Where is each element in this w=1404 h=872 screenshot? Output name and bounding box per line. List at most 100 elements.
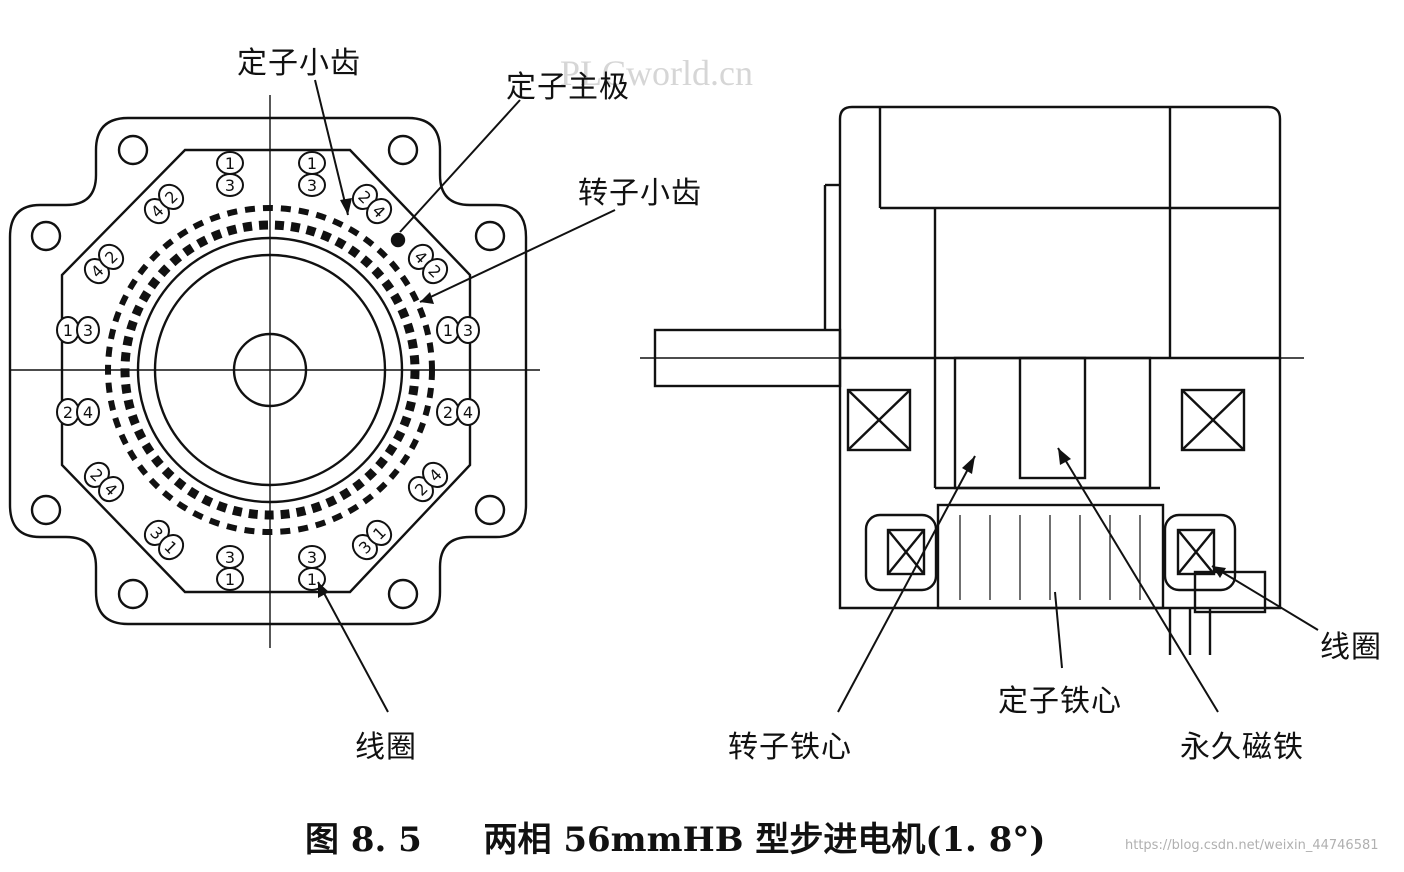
pole-coil: 24 [407,461,449,503]
coil-number: 1 [443,321,453,340]
coil-ellipse [456,316,480,344]
coil-number: 3 [225,176,235,195]
coil-right [1163,513,1237,592]
coil-ellipse [158,183,185,210]
pole-coil: 31 [351,519,393,561]
label-stator-core: 定子铁心 [998,684,1122,719]
coil-ellipse [422,461,449,488]
mount-hole [117,134,149,166]
figure-number: 图 8. 5 [305,820,422,860]
coil-number: 1 [307,154,317,173]
coil-number: 1 [307,570,317,589]
coil-ellipse [98,243,125,270]
stator-core [936,503,1165,610]
coil-number: 2 [443,403,453,422]
bearing-left [846,388,912,452]
label-coil-left: 线圈 [355,730,417,765]
mount-hole [474,494,506,526]
mount-hole [30,220,62,252]
coil-left [864,513,938,592]
right-arrowheads [962,448,1226,578]
coil-number: 2 [63,403,73,422]
coil-ellipse [158,534,185,561]
coil-ellipse [76,398,100,426]
leader-stator-core [1054,591,1063,669]
coil-ellipse [216,173,244,197]
terminal-block [1193,570,1267,614]
housing-top [838,105,1282,360]
pole-coil: 24 [83,461,125,503]
pole-coil: 31 [216,545,244,591]
pole-coil: 31 [298,545,326,591]
arrowhead [1212,566,1226,578]
leader-coil-right [1211,565,1319,631]
mount-hole [387,578,419,610]
mount-hole [117,578,149,610]
arrowhead [318,582,329,598]
leader-coil [317,581,389,713]
arrowhead [962,456,975,474]
arrowhead [420,292,434,304]
pole-coil: 24 [351,183,393,225]
leader-main-pole [399,99,521,233]
arrowhead [340,198,352,215]
figure-caption: 图 8. 5 两相 56mmHB 型步进电机(1. 8°) [305,812,1045,861]
left-arrowheads [318,198,434,598]
coil-ellipse [456,398,480,426]
coil-ellipse [366,198,393,225]
main-pole-dot [390,232,406,248]
watermark: PLCworld.cn [560,53,753,93]
coil-number: 4 [83,403,93,422]
mount-hole [30,494,62,526]
label-stator-small-teeth: 定子小齿 [237,46,361,81]
pole-coil: 42 [407,243,449,285]
pole-coil: 13 [298,151,326,197]
leader-rotor-core [837,455,976,713]
bearing-right [1180,388,1246,452]
pole-coil: 13 [216,151,244,197]
side-view [640,105,1304,655]
coil-ellipse [98,476,125,503]
label-rotor-small-teeth: 转子小齿 [578,176,702,211]
pole-coil: 31 [143,519,185,561]
coil-number: 3 [307,548,317,567]
label-coil-right: 线圈 [1320,630,1382,665]
coil-number: 3 [463,321,473,340]
left-leaders [314,79,616,713]
coil-number: 3 [83,321,93,340]
label-stator-main-pole: 定子主极 [506,70,630,105]
flange-outline [8,116,528,626]
rotor-core [953,356,1152,490]
coil-ellipse [298,173,326,197]
figure-title: 两相 56mmHB 型步进电机(1. 8°) [483,820,1046,860]
coil-number: 4 [463,403,473,422]
coil-number: 3 [307,176,317,195]
coil-number: 3 [225,548,235,567]
arrowhead [1058,448,1071,465]
label-rotor-core: 转子铁心 [728,730,852,765]
pole-coil: 42 [83,243,125,285]
leader-rotor-teeth [419,209,616,303]
leader-stator-teeth [314,79,349,216]
coil-ellipse [76,316,100,344]
right-leaders [837,447,1319,713]
label-permanent-magnet: 永久磁铁 [1180,730,1304,765]
mount-hole [474,220,506,252]
pole-coil: 42 [143,183,185,225]
mount-hole [387,134,419,166]
source-credit: https://blog.csdn.net/weixin_44746581 [1125,838,1379,853]
coil-number: 1 [63,321,73,340]
coil-number: 1 [225,154,235,173]
end-view [8,95,540,648]
coil-ellipse [216,567,244,591]
coil-ellipse [366,519,393,546]
coil-number: 1 [225,570,235,589]
permanent-magnet [1018,356,1087,480]
